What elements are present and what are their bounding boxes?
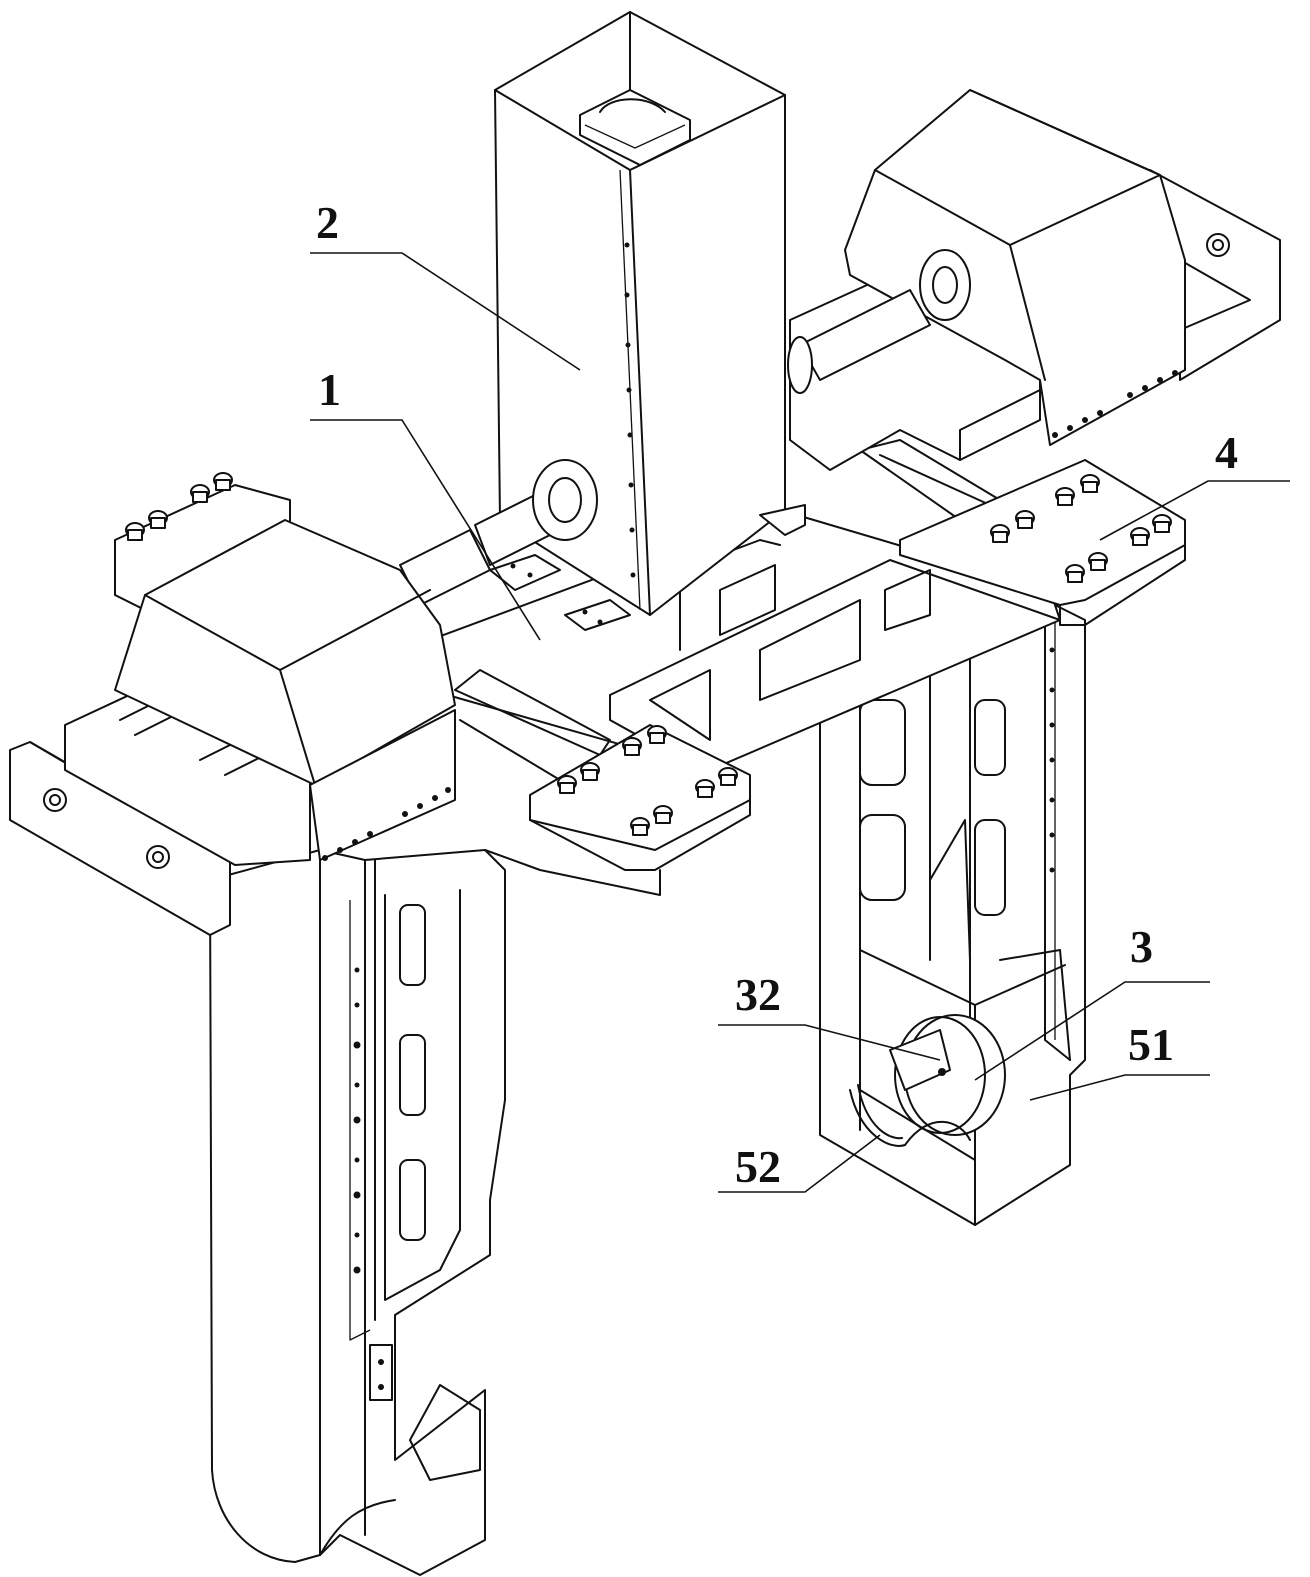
callout-3: 3 [974, 921, 1210, 1081]
left-drive-shaft [399, 459, 598, 606]
cross-beam-frame [429, 439, 1061, 781]
right-drive-shaft [787, 249, 971, 394]
callout-label-4: 4 [1215, 427, 1238, 478]
callout-label-52: 52 [735, 1141, 781, 1192]
callout-4: 4 [1099, 427, 1290, 541]
left-drive-unit [9, 472, 456, 936]
left-motor-bolts [125, 472, 233, 541]
right-motor-bolt-row [1052, 370, 1178, 438]
column-bolt-line [624, 242, 636, 578]
callout-32: 32 [718, 969, 941, 1061]
callout-51: 51 [1029, 1019, 1210, 1101]
callout-1: 1 [310, 364, 541, 641]
callout-label-3: 3 [1130, 921, 1153, 972]
right-arm [819, 599, 1086, 1226]
callout-52: 52 [718, 1134, 881, 1193]
right-arm-bolt-column [1049, 647, 1055, 873]
mounting-plate-left-bolts [557, 725, 738, 836]
callout-label-32: 32 [735, 969, 781, 1020]
callout-label-51: 51 [1128, 1019, 1174, 1070]
rotary-clamp [849, 1014, 1006, 1147]
right-drive-unit [787, 89, 1281, 471]
mounting-plate-right-bolts [990, 474, 1172, 583]
left-arm-bolt-column [353, 967, 361, 1274]
callout-label-2: 2 [316, 197, 339, 248]
callout-label-1: 1 [318, 364, 341, 415]
mounting-plate-left [484, 724, 751, 896]
left-arm [209, 849, 506, 1576]
left-motor-bolt-row [322, 787, 451, 861]
mounting-plate-right [899, 459, 1186, 626]
callout-2: 2 [310, 197, 581, 371]
